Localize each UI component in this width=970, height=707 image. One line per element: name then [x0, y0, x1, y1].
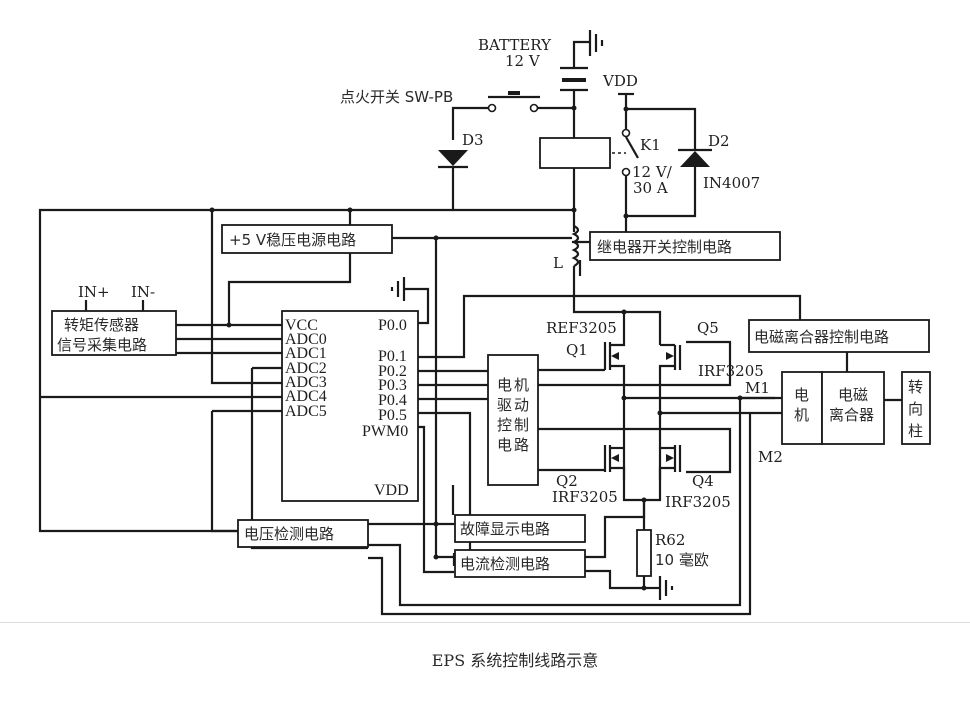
shunt-resistor-r62: [636, 529, 652, 577]
torque-sensor-label-1: 转矩传感器: [64, 316, 139, 334]
ignition-switch-symbol: [451, 91, 574, 140]
q1-part: REF3205: [546, 319, 617, 337]
mcu-pin-p0-3: P0.3: [378, 377, 407, 394]
voltage-detect-label: 电压检测电路: [244, 525, 334, 543]
mcu-pin-p0-2: P0.2: [378, 363, 407, 380]
svg-text:控: 控: [497, 416, 512, 434]
shunt-label: R62: [655, 531, 685, 549]
mcu-pin-p0-0: P0.0: [378, 317, 407, 334]
battery-symbol: [560, 50, 588, 108]
motor-label-2: 机: [794, 406, 809, 424]
diode-d2-part: IN4007: [703, 174, 760, 192]
mcu-pin-vcc: VCC: [285, 317, 318, 334]
motor-terminal-m2: M2: [758, 448, 783, 466]
inductor-label: L: [553, 254, 563, 272]
mcu-pin-pwm0: PWM0: [362, 423, 408, 440]
battery-voltage: 12 V: [505, 52, 541, 70]
vdd-label-top: VDD: [602, 72, 638, 90]
q4-part: IRF3205: [665, 493, 731, 511]
motor-driver-block: [487, 354, 539, 486]
sensor-input-negative: IN-: [131, 283, 155, 301]
steering-column-label-3: 柱: [908, 422, 923, 440]
diode-d2-label: D2: [708, 132, 730, 150]
mcu-pin-p0-4: P0.4: [378, 392, 407, 409]
mcu-pin-p0-1: P0.1: [378, 348, 407, 365]
relay-k1-label: K1: [640, 136, 661, 154]
q5-part: IRF3205: [698, 362, 764, 380]
mcu-pin-adc4: ADC4: [285, 388, 327, 405]
shunt-value: 10 毫欧: [655, 551, 709, 569]
ignition-switch-label: 点火开关 SW-PB: [340, 88, 453, 106]
sensor-input-positive: IN+: [78, 283, 110, 301]
divider: [0, 622, 970, 623]
regulator-5v-label: +5 V稳压电源电路: [229, 231, 356, 249]
q2-part: IRF3205: [552, 488, 618, 506]
svg-text:电: 电: [497, 436, 512, 454]
motor-label-1: 电: [794, 386, 809, 404]
clutch-control-block: [748, 319, 930, 353]
svg-text:电: 电: [497, 376, 512, 394]
q4-label: Q4: [692, 472, 714, 490]
relay-rating-line1: 12 V/: [632, 163, 673, 181]
motor-terminal-m1: M1: [745, 379, 770, 397]
current-detect-block: [454, 549, 586, 578]
diode-d2-icon: [626, 148, 712, 218]
q2-label: Q2: [556, 472, 578, 490]
ground-icon-mcu: [390, 277, 430, 325]
voltage-detect-block: [237, 519, 369, 548]
current-detect-label: 电流检测电路: [460, 555, 550, 573]
clutch-label-2: 离合器: [829, 406, 874, 424]
torque-sensor-block: [51, 310, 177, 356]
mcu-pin-adc3: ADC3: [285, 374, 327, 391]
mcu-pin-adc2: ADC2: [285, 360, 327, 377]
q5-label: Q5: [697, 319, 719, 337]
mcu-pin-adc5: ADC5: [285, 403, 327, 420]
clutch-control-label: 电磁离合器控制电路: [754, 328, 889, 346]
relay-coil: [539, 137, 611, 169]
relay-switch-control-label: 继电器开关控制电路: [597, 238, 732, 256]
steering-column-label-1: 转: [908, 378, 923, 396]
svg-text:驱: 驱: [497, 396, 512, 414]
mcu-chip: [281, 310, 419, 502]
eps-control-schematic: BATTERY 12 V 点火开关 SW-PB D3 VDD K1 12 V/ …: [38, 30, 931, 616]
relay-switch-control-block: [589, 231, 781, 261]
motor-driver-label: 电 机 驱 动 控 制 电 路: [497, 376, 529, 454]
relay-rating-line2: 30 A: [633, 179, 668, 197]
clutch-block: [821, 371, 885, 445]
clutch-label-1: 电磁: [838, 386, 868, 404]
diode-d3-label: D3: [462, 131, 484, 149]
torque-sensor-label-2: 信号采集电路: [57, 336, 147, 354]
svg-text:动: 动: [514, 396, 529, 414]
steering-column-label-2: 向: [908, 400, 923, 418]
q1-label: Q1: [566, 341, 588, 359]
steering-column-block: [901, 371, 931, 445]
svg-text:机: 机: [514, 376, 529, 394]
fault-display-label: 故障显示电路: [460, 520, 550, 538]
fault-display-block: [454, 514, 586, 543]
mcu-pin-adc1: ADC1: [285, 345, 327, 362]
mcu-pin-p0-5: P0.5: [378, 407, 407, 424]
ground-icon-battery: [572, 30, 604, 56]
ground-icon-shunt: [644, 576, 674, 600]
inductor-l-icon: [571, 225, 580, 296]
svg-text:制: 制: [514, 416, 529, 434]
figure-caption: EPS 系统控制线路示意: [431, 651, 599, 670]
svg-text:路: 路: [514, 436, 529, 454]
battery-label: BATTERY: [478, 36, 552, 54]
diode-d3-icon: [438, 150, 468, 210]
mcu-pin-adc0: ADC0: [285, 331, 327, 348]
mcu-pin-vdd: VDD: [374, 482, 409, 499]
